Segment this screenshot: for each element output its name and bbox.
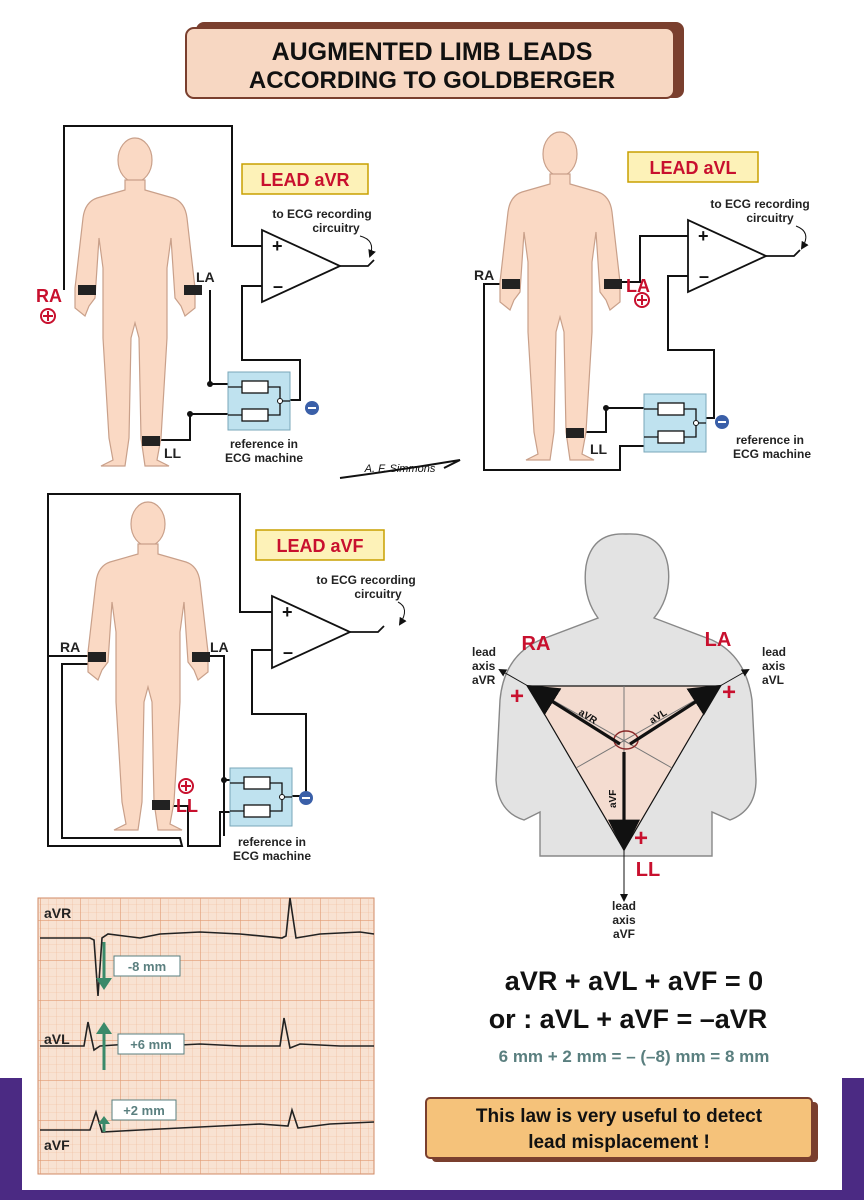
reference-box-avl — [643, 393, 707, 453]
electrode-ll-avf — [152, 800, 170, 810]
trace-avl — [40, 1017, 374, 1052]
ecg-label-avl: aVL — [44, 1031, 70, 1047]
signature: A. F. Simmons — [339, 459, 461, 479]
triangle-label-la: LA — [705, 629, 732, 651]
lead-label-avr: LEAD aVR — [260, 170, 349, 190]
torso-triangle-panel: + + + RA LA LL aVR aVL aVF lead axis aVR… — [472, 533, 786, 941]
svg-text:+: + — [634, 825, 648, 852]
reference-box-avr — [227, 371, 291, 431]
body-figure-avr — [74, 137, 196, 467]
electrode-ll-avr — [142, 436, 160, 446]
label-ll-avl: LL — [590, 441, 608, 457]
electrode-la-avr — [184, 285, 202, 295]
reference-text-avf-1: reference in — [238, 835, 306, 849]
ecg-strip: aVR aVL aVF -8 mm +6 mm +2 mm — [37, 897, 375, 1175]
panel-avf: LEAD aVF to ECG recording circuitry RA L… — [47, 493, 416, 863]
axis-avl-1: lead — [762, 645, 786, 659]
to-ecg-text-avr-1: to ECG recording — [272, 207, 371, 221]
to-ecg-text-avr-2: circuitry — [312, 221, 360, 235]
panel-avr: LEAD aVR to ECG recording circuitry RA L… — [36, 125, 376, 467]
lead-label-avl: LEAD aVL — [649, 158, 736, 178]
to-ecg-text-avl-2: circuitry — [746, 211, 794, 225]
svg-text:+: + — [510, 683, 524, 710]
triangle-label-ra: RA — [522, 633, 551, 655]
electrode-ra-avf — [88, 652, 106, 662]
equation-3: 6 mm + 2 mm = – (–8) mm = 8 mm — [499, 1047, 770, 1066]
label-ll-avf: LL — [176, 796, 198, 816]
title-line-1: AUGMENTED LIMB LEADS — [272, 38, 593, 66]
note-box: This law is very useful to detect lead m… — [425, 1097, 818, 1162]
electrode-la-avf — [192, 652, 210, 662]
body-figure-avl — [499, 131, 621, 461]
svg-text:+: + — [722, 679, 736, 706]
electrode-ra-avr — [78, 285, 96, 295]
label-ll-avr: LL — [164, 445, 182, 461]
electrode-la-avl — [604, 279, 622, 289]
lead-label-avf: LEAD aVF — [276, 536, 363, 556]
axis-avr-2: axis — [472, 659, 496, 673]
axis-avf-1: lead — [612, 899, 636, 913]
ecg-label-avr: aVR — [44, 905, 71, 921]
panel-avl: LEAD aVL to ECG recording circuitry RA L… — [474, 131, 811, 471]
axis-avl-3: aVL — [762, 673, 784, 687]
note-line-2: lead misplacement ! — [528, 1132, 710, 1153]
electrode-ra-avl — [502, 279, 520, 289]
reference-text-avr-2: ECG machine — [225, 451, 303, 465]
ecg-label-avf: aVF — [44, 1137, 70, 1153]
axis-avf-3: aVF — [613, 927, 635, 941]
label-la-avr: LA — [196, 269, 215, 285]
equation-1: aVR + aVL + aVF = 0 — [505, 966, 763, 996]
measure-avf: +2 mm — [123, 1103, 165, 1118]
label-la-avl: LA — [626, 276, 650, 296]
amplifier-avf — [271, 595, 351, 669]
trace-avf — [40, 1107, 375, 1133]
electrode-ll-avl — [566, 428, 584, 438]
equation-2: or : aVL + aVF = –aVR — [489, 1004, 768, 1034]
axis-avr-3: aVR — [472, 673, 496, 687]
axis-avf-2: axis — [612, 913, 636, 927]
label-ra-avf: RA — [60, 639, 80, 655]
measure-avl: +6 mm — [130, 1037, 172, 1052]
reference-box-avf — [229, 767, 293, 827]
measure-avr: -8 mm — [128, 959, 166, 974]
to-ecg-text-avf-2: circuitry — [354, 587, 402, 601]
equations-block: aVR + aVL + aVF = 0 or : aVL + aVF = –aV… — [489, 966, 770, 1066]
reference-text-avr-1: reference in — [230, 437, 298, 451]
title-line-2: ACCORDING TO GOLDBERGER — [249, 67, 615, 94]
label-ra-avr: RA — [36, 286, 62, 306]
amplifier-avl — [687, 219, 767, 293]
axis-avl-2: axis — [762, 659, 786, 673]
reference-text-avl-2: ECG machine — [733, 447, 811, 461]
signature-text: A. F. Simmons — [364, 463, 436, 475]
label-ra-avl: RA — [474, 267, 494, 283]
triangle-label-ll: LL — [636, 859, 660, 881]
label-la-avf: LA — [210, 639, 229, 655]
trace-avr — [40, 897, 375, 997]
amplifier-avr — [261, 229, 341, 303]
to-ecg-text-avl-1: to ECG recording — [710, 197, 809, 211]
note-line-1: This law is very useful to detect — [476, 1106, 763, 1127]
reference-text-avl-1: reference in — [736, 433, 804, 447]
reference-text-avf-2: ECG machine — [233, 849, 311, 863]
edge-label-avf: aVF — [608, 790, 619, 808]
to-ecg-text-avf-1: to ECG recording — [316, 573, 415, 587]
title-block: AUGMENTED LIMB LEADS ACCORDING TO GOLDBE… — [185, 22, 684, 99]
axis-avr-1: lead — [472, 645, 496, 659]
